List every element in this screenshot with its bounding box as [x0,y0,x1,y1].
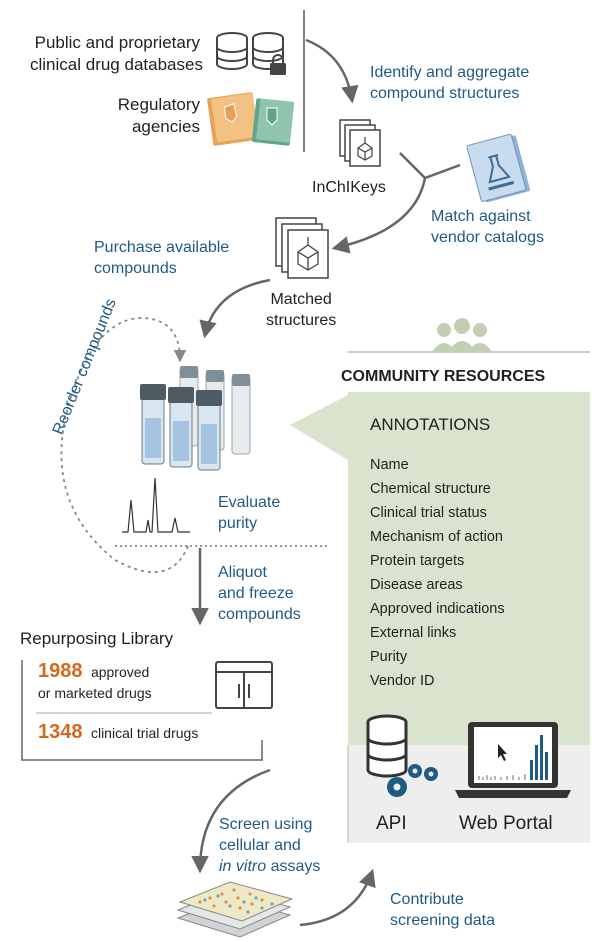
arrow-contribute [299,868,376,927]
reorder-loop [60,317,189,574]
aliquot-label: Aliquot and freeze compounds [218,562,301,625]
screen-italic-text: in vitro [219,858,267,875]
agencies-label-line2: agencies [131,117,200,136]
annotation-item: Mechanism of action [370,529,503,545]
aliquot-label-line2: and freeze [218,585,294,602]
arrow-to-plates [191,768,271,874]
contribute-label-line2: screening data [390,912,495,929]
clinical-row: 1348 clinical trial drugs [38,721,198,744]
arrow-to-vials [199,278,271,339]
aliquot-label-line1: Aliquot [218,564,267,581]
agencies-label-line1: Regulatory [117,95,200,114]
annotation-item: Chemical structure [370,481,491,497]
match-vendor-line2: vendor catalogs [431,229,544,246]
annotation-item: External links [370,625,457,641]
purchase-label: Purchase available compounds [94,237,229,279]
library-bracket [21,660,263,761]
approved-count: 1988 [38,660,83,682]
annotation-item: Protein targets [370,553,465,569]
annotation-item: Purity [370,649,408,665]
vendor-catalog-icon [466,133,530,203]
screen-label-line3: in vitro assays [219,856,320,877]
databases-label-line1: Public and proprietary [34,33,200,52]
match-vendor-label: Match against vendor catalogs [431,206,544,248]
chromatogram-trace [122,477,190,533]
web-portal-label[interactable]: Web Portal [459,813,553,834]
community-title: COMMUNITY RESOURCES [341,368,546,385]
library-title: Repurposing Library [20,629,174,648]
purchase-label-line1: Purchase available [94,239,230,256]
match-vendor-line1: Match against [431,208,531,225]
purchase-label-line2: compounds [94,260,177,277]
databases-label: Public and proprietary clinical drug dat… [30,32,203,76]
identify-label-line2: compound structures [370,85,520,102]
databases-label-line2: clinical drug databases [30,55,203,74]
contribute-label: Contribute screening data [390,889,495,931]
approved-label: approved [90,664,150,680]
approved-row: 1988 approved [38,660,149,683]
lock-icon [270,54,286,75]
freezer-icon [215,661,273,709]
evaluate-label: Evaluate purity [218,492,280,534]
clinical-count: 1348 [38,721,83,743]
contribute-label-line1: Contribute [390,891,464,908]
api-label[interactable]: API [376,813,407,834]
screen-label: Screen using cellular and in vitro assay… [219,814,320,877]
matched-label: Matched structures [266,289,336,331]
approved-label-2: or marketed drugs [38,685,152,701]
community-people-icon [432,318,492,352]
annotation-item: Disease areas [370,577,463,593]
aliquot-label-line3: compounds [218,606,301,623]
database-icon [216,32,284,70]
annotation-item: Approved indications [370,601,505,617]
agencies-label: Regulatory agencies [90,94,200,138]
merge-line [335,152,461,248]
screen-label-line1: Screen using [219,816,313,833]
identify-label-line1: Identify and aggregate [370,64,530,81]
callout-pointer [290,395,348,460]
inchikeys-label: InChIKeys [312,179,386,196]
matched-label-line2: structures [266,312,337,329]
annotation-item: Vendor ID [370,673,435,689]
inchikey-documents-icon [339,119,381,167]
evaluate-label-line1: Evaluate [218,494,281,511]
matched-label-line1: Matched [270,291,332,308]
annotations-panel [348,392,590,745]
annotation-item: Name [370,457,409,473]
regulatory-books-icon [207,92,294,146]
evaluate-label-line2: purity [218,515,258,532]
matched-structures-icon [275,217,329,279]
annotation-item: Clinical trial status [370,505,487,521]
screen-suffix-text: assays [266,858,321,875]
screen-label-line2: cellular and [219,837,301,854]
identify-label: Identify and aggregate compound structur… [370,62,529,104]
annotations-title: ANNOTATIONS [370,415,491,434]
compound-vials-icon [140,366,251,471]
screening-plates-icon [176,881,294,938]
clinical-label: clinical trial drugs [90,725,199,741]
arrow-to-identify [305,38,359,104]
